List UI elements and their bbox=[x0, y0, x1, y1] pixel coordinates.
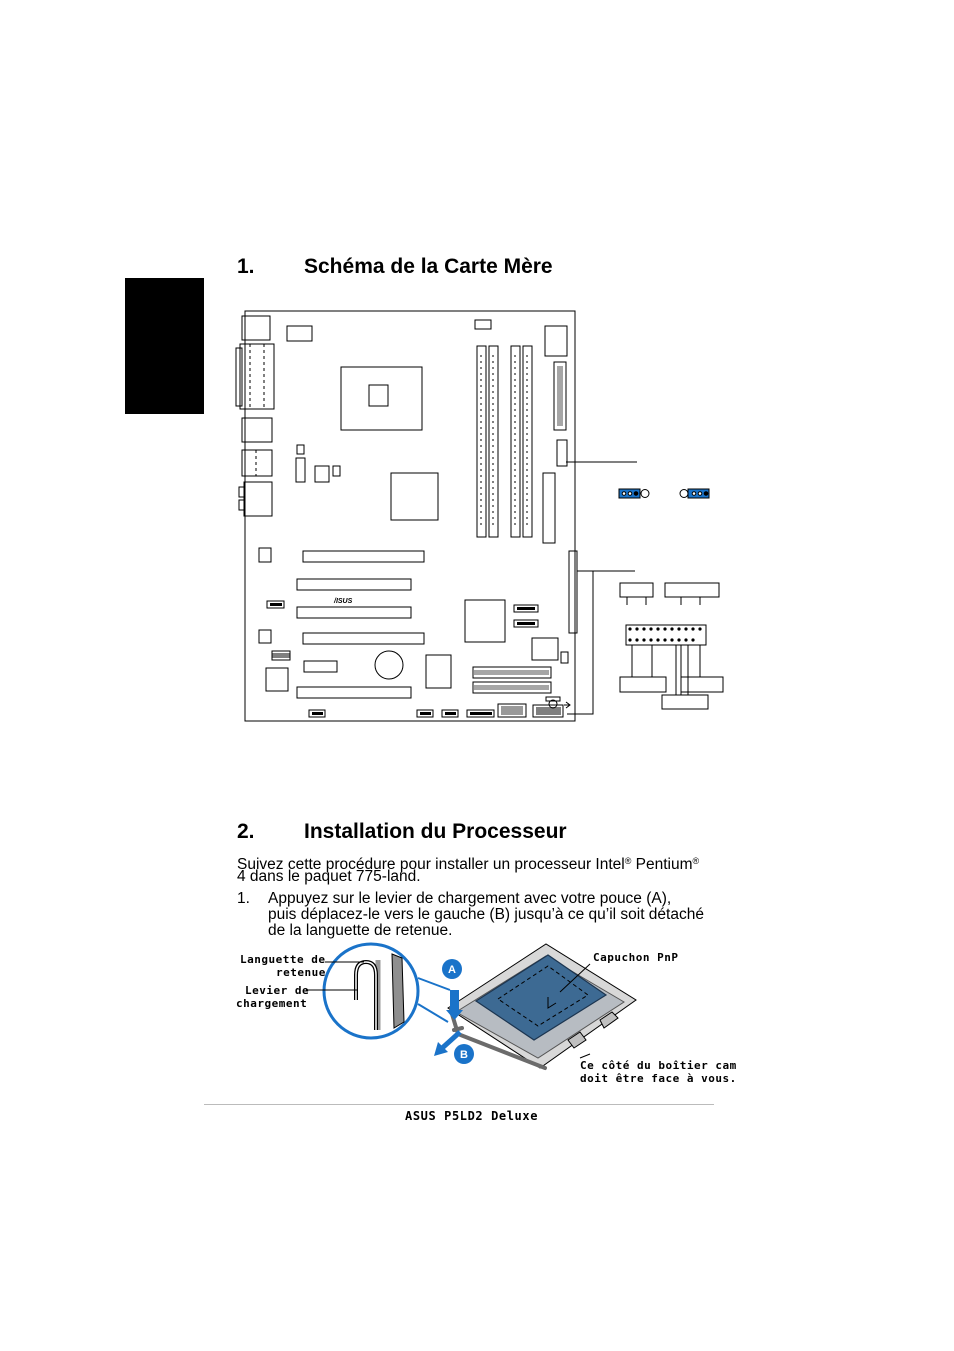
intro-line-1: Suivez cette procédure pour installer un… bbox=[237, 853, 699, 873]
cpu-socket bbox=[340, 366, 423, 431]
label-cote-1: Ce côté du boîtier cam bbox=[580, 1059, 737, 1072]
section-1-number: 1. bbox=[237, 255, 255, 278]
intro-line-2: 4 dans le paquet 775-land. bbox=[237, 868, 421, 885]
step-1-number: 1. bbox=[237, 890, 250, 907]
label-cote-2: doit être face à vous. bbox=[580, 1072, 737, 1085]
registered-mark-2: ® bbox=[692, 856, 700, 866]
zoom-circle bbox=[322, 942, 420, 1040]
motherboard-diagram: /ISUS bbox=[235, 310, 724, 722]
step-1-line-3: de la languette de retenue. bbox=[268, 922, 453, 939]
label-levier-2: chargement bbox=[236, 997, 308, 1010]
section-1-title: Schéma de la Carte Mère bbox=[304, 255, 553, 278]
dimm-slot-a1 bbox=[476, 345, 487, 538]
step-1-line-2: puis déplacez-le vers le gauche (B) jusq… bbox=[268, 906, 704, 923]
label-languette-2: retenue bbox=[276, 966, 326, 979]
intro-text-mid: Pentium bbox=[631, 856, 693, 873]
marker-b-circle bbox=[454, 1044, 474, 1064]
marker-b-label: B bbox=[460, 1049, 468, 1061]
label-capuchon: Capuchon PnP bbox=[593, 951, 679, 964]
board-outline bbox=[244, 310, 576, 722]
jumper-detail bbox=[618, 488, 710, 499]
language-tab bbox=[125, 278, 204, 414]
board-logo: /ISUS bbox=[333, 598, 353, 605]
intro-text-pre: Suivez cette procédure pour installer un… bbox=[237, 856, 625, 873]
registered-mark-1: ® bbox=[624, 856, 632, 866]
marker-a-label: A bbox=[448, 964, 456, 976]
section-2-number: 2. bbox=[237, 820, 255, 843]
label-levier-1: Levier de bbox=[245, 984, 310, 997]
dimm-slot-a2 bbox=[488, 345, 499, 538]
dimm-slot-b2 bbox=[522, 345, 533, 538]
footer-rule bbox=[204, 1104, 714, 1105]
panel-header-detail bbox=[619, 582, 724, 710]
label-languette-1: Languette de bbox=[240, 953, 326, 966]
footer-title: ASUS P5LD2 Deluxe bbox=[405, 1109, 539, 1123]
step-1-line-1: Appuyez sur le levier de chargement avec… bbox=[268, 890, 672, 907]
pnp-cap bbox=[474, 954, 608, 1041]
section-2-title: Installation du Processeur bbox=[304, 820, 567, 843]
cpu-install-illustration: A B bbox=[306, 942, 637, 1070]
marker-a-circle bbox=[442, 959, 462, 979]
dimm-slot-b1 bbox=[510, 345, 521, 538]
